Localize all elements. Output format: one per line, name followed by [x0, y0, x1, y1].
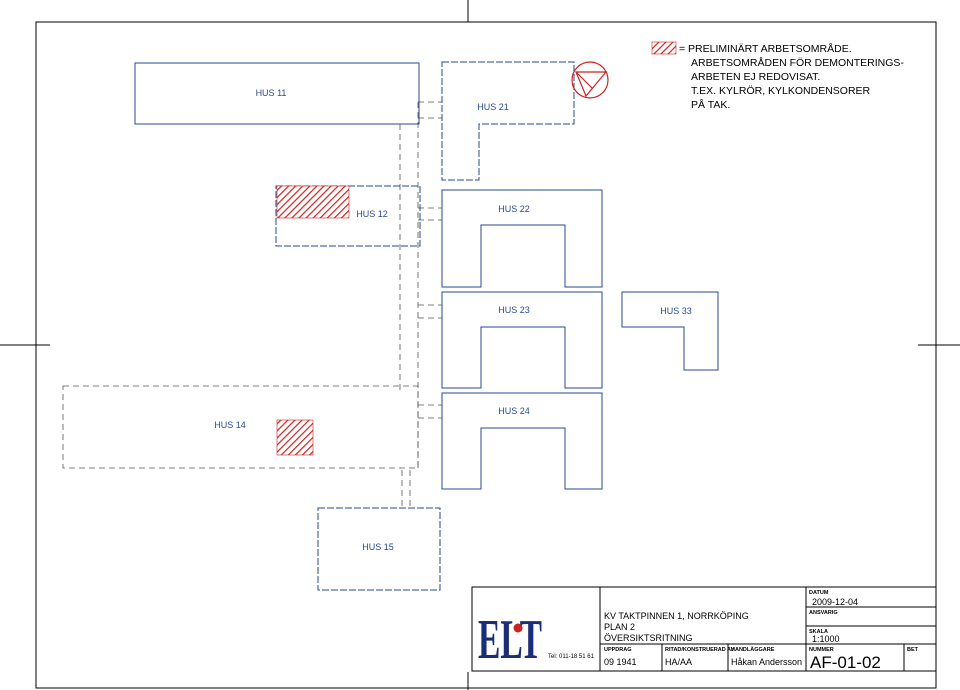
north-arrow-icon — [571, 61, 609, 99]
legend-hatch-swatch — [651, 41, 677, 55]
label-hus-33: HUS 33 — [660, 306, 692, 316]
elt-logo: ELT — [478, 609, 542, 671]
phone-number: Tel: 011-18 51 61 — [548, 654, 595, 660]
title-block: ELT Tel: 011-18 51 61 KV TAKTPINNEN 1, N… — [471, 586, 937, 672]
label-hus-15: HUS 15 — [362, 542, 394, 552]
connection-lines — [399, 101, 442, 508]
uppdrag-value: 09 1941 — [604, 657, 637, 667]
building-hus-11 — [134, 62, 420, 125]
legend-line-1: = PRELIMINÄRT ARBETSOMRÅDE. — [679, 42, 852, 55]
legend-line-3: ARBETEN EJ REDOVISAT. — [691, 71, 820, 83]
label-hus-14: HUS 14 — [214, 420, 246, 430]
legend-line-2: ARBETSOMRÅDEN FÖR DEMONTERINGS- — [691, 56, 904, 69]
building-hus-14 — [62, 385, 419, 469]
skala-value: 1:1000 — [812, 634, 840, 644]
nummer-value: AF-01-02 — [810, 653, 881, 672]
svg-text:ELT: ELT — [478, 609, 542, 671]
label-hus-24: HUS 24 — [498, 406, 530, 416]
project-line-1: KV TAKTPINNEN 1, NORRKÖPING — [604, 611, 749, 621]
legend-line-5: PÅ TAK. — [691, 98, 730, 111]
legend-line-4: T.EX. KYLRÖR, KYLKONDENSORER — [691, 85, 871, 97]
skala-label: SKALA — [809, 629, 828, 635]
ansvarig-label: ANSVARIG — [809, 610, 838, 616]
datum-value: 2009-12-04 — [812, 597, 858, 607]
building-hus-15 — [317, 507, 441, 591]
uppdrag-label: UPPDRAG — [604, 647, 632, 653]
label-hus-21: HUS 21 — [477, 102, 509, 112]
handlaggare-value: Håkan Andersson — [731, 657, 802, 667]
building-hus-21 — [441, 61, 575, 181]
label-hus-12: HUS 12 — [356, 209, 388, 219]
building-hus-33 — [621, 291, 719, 371]
project-line-3: ÖVERSIKTSRITNING — [604, 633, 693, 643]
label-hus-23: HUS 23 — [498, 305, 530, 315]
datum-label: DATUM — [809, 590, 829, 596]
work-area-hus-14 — [276, 419, 314, 456]
ritad-label: RITAD/KONSTRUERAD AV — [665, 647, 735, 653]
work-area-hus-12 — [276, 185, 350, 219]
nummer-label: NUMMER — [809, 647, 834, 653]
building-hus-24 — [441, 392, 603, 490]
building-hus-23 — [441, 291, 603, 389]
building-hus-22 — [441, 189, 603, 288]
handlaggare-label: HANDLÄGGARE — [731, 646, 775, 653]
bet-label: BET — [907, 647, 919, 653]
building-hus-12 — [275, 185, 421, 247]
label-hus-11: HUS 11 — [256, 88, 287, 98]
ritad-value: HA/AA — [665, 657, 692, 667]
project-line-2: PLAN 2 — [604, 622, 635, 632]
label-hus-22: HUS 22 — [498, 204, 530, 214]
